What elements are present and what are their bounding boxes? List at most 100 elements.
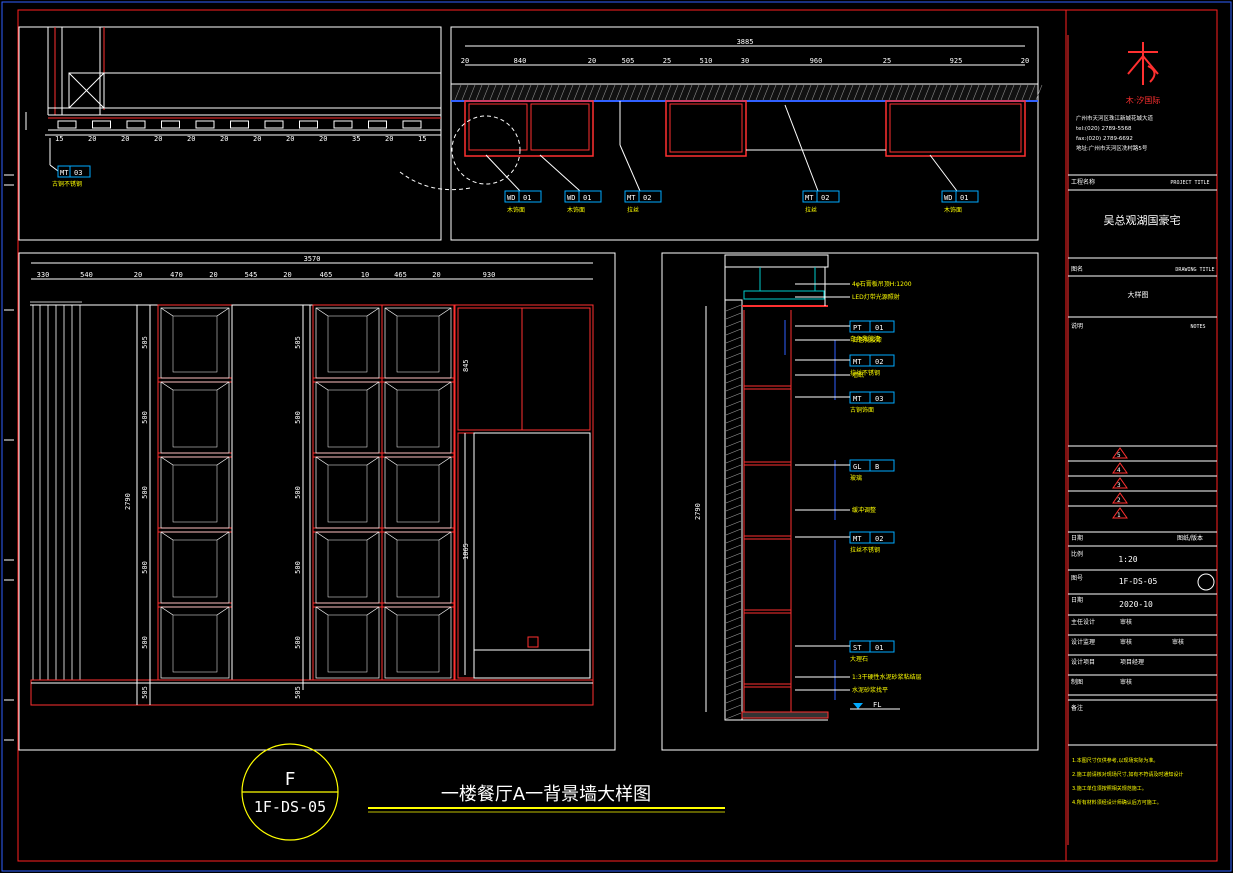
plan-dim: 20 bbox=[1021, 57, 1029, 65]
detail-dim: 35 bbox=[352, 135, 360, 143]
elev-mid-dim: 500 bbox=[294, 636, 302, 649]
detail-dim: 15 bbox=[55, 135, 63, 143]
address-line: 地址:广州市天河区冼村路5号 bbox=[1076, 144, 1148, 152]
date2-label: 日期 bbox=[1071, 596, 1083, 604]
memo-item: 3.施工单位须按照相关规范施工。 bbox=[1072, 785, 1147, 792]
tb-row-a: 制图 bbox=[1071, 678, 1083, 686]
plan-dim: 510 bbox=[700, 57, 713, 65]
elev-right-dim-2: 1865 bbox=[462, 543, 470, 560]
section-tag-label: 古铜饰面 bbox=[850, 406, 874, 414]
revision-number: 1 bbox=[1117, 512, 1121, 519]
tb-row-a: 主任设计 bbox=[1071, 618, 1095, 626]
company-logo bbox=[1127, 42, 1159, 85]
symbol-code: 1F-DS-05 bbox=[254, 798, 326, 816]
plan-tag-code: WD bbox=[944, 194, 952, 202]
section-note: 白色乳胶漆 bbox=[852, 336, 882, 344]
elev-top-dim: 10 bbox=[361, 271, 369, 279]
drawing-name: 大样图 bbox=[1128, 290, 1149, 299]
section-note: LED灯带光源照射 bbox=[852, 293, 900, 301]
plan-dim: 25 bbox=[883, 57, 891, 65]
notes-label: 说明 bbox=[1071, 322, 1083, 330]
detail-dim: 20 bbox=[385, 135, 393, 143]
section-view: 2790 4φ石膏板吊顶H:1200LED灯带光源照射白色乳胶漆墙纸缓冲调整1:… bbox=[661, 252, 1039, 751]
section-note: 1:3干硬性水泥砂浆粘结层 bbox=[852, 673, 922, 681]
plan-tag-code: MT bbox=[627, 194, 636, 202]
revision-number: 2 bbox=[1117, 497, 1121, 504]
sheet-border-right bbox=[1065, 9, 1218, 862]
tb-row-b: 审核 bbox=[1120, 618, 1132, 626]
elev-top-dim: 330 bbox=[37, 271, 50, 279]
plan-tag-label: 木饰面 bbox=[944, 206, 962, 214]
drawn-label: 图纸/版本 bbox=[1177, 534, 1203, 542]
left-margin-ticks bbox=[4, 174, 14, 741]
detail-dim: 20 bbox=[154, 135, 162, 143]
elev-left-dim: 505 bbox=[141, 686, 149, 699]
elev-top-dim: 930 bbox=[483, 271, 496, 279]
plan-tag-code: WD bbox=[567, 194, 575, 202]
drawing-label: 图名 bbox=[1071, 265, 1083, 273]
elev-left-dim: 500 bbox=[141, 561, 149, 574]
section-tag-num: 01 bbox=[875, 644, 883, 652]
plan-tag-num: 02 bbox=[643, 194, 651, 202]
scale-label: 比例 bbox=[1071, 550, 1083, 558]
sheet-border bbox=[17, 9, 1218, 862]
plan-tag-num: 02 bbox=[821, 194, 829, 202]
drawing-title: 一楼餐厅A一背景墙大样图 bbox=[441, 784, 651, 805]
elev-left-dim: 150 bbox=[141, 0, 154, 2]
memo-item: 1.本图尺寸仅供参考,以现场实际为准。 bbox=[1072, 757, 1158, 764]
plan-tag-label: 拉丝 bbox=[805, 206, 817, 214]
tb-row-b: 项目经理 bbox=[1120, 658, 1144, 666]
elev-height-dim: 2790 bbox=[124, 493, 132, 510]
scale-value: 1:20 bbox=[1118, 555, 1137, 564]
elev-left-dim: 500 bbox=[141, 411, 149, 424]
detail-tag-label: 古铜不锈钢 bbox=[52, 180, 82, 188]
date-label: 日期 bbox=[1071, 534, 1083, 542]
elev-left-dim: 500 bbox=[141, 486, 149, 499]
plan-dim: 960 bbox=[810, 57, 823, 65]
notes-label-en: NOTES bbox=[1190, 324, 1205, 330]
section-height-dim: 2790 bbox=[694, 503, 702, 520]
elev-mid-dim: 500 bbox=[294, 486, 302, 499]
elev-top-dim: 20 bbox=[432, 271, 440, 279]
plan-tag-num: 01 bbox=[523, 194, 531, 202]
section-tag-code: MT bbox=[853, 395, 862, 403]
elev-top-dim: 20 bbox=[209, 271, 217, 279]
drawing-symbol: F 1F-DS-05 bbox=[241, 743, 339, 841]
elev-top-dim: 20 bbox=[134, 271, 142, 279]
elev-mid-dim: 505 bbox=[294, 336, 302, 349]
plan-tag-label: 木饰面 bbox=[567, 206, 585, 214]
date-value: 2020-10 bbox=[1119, 600, 1153, 609]
tb-row-b: 审核 bbox=[1120, 638, 1132, 646]
section-tag-code: PT bbox=[853, 324, 862, 332]
address-line: 广州市天河区珠江新城花城大道 bbox=[1076, 114, 1154, 122]
section-tag-code: MT bbox=[853, 358, 862, 366]
detail-dim: 20 bbox=[88, 135, 96, 143]
revision-number: 4 bbox=[1117, 467, 1121, 474]
elev-top-dim: 470 bbox=[170, 271, 183, 279]
tb-row-c: 审核 bbox=[1172, 638, 1184, 646]
symbol-letter: F bbox=[285, 769, 296, 790]
elev-top-dim: 20 bbox=[283, 271, 291, 279]
elev-mid-dim: 505 bbox=[294, 686, 302, 699]
plan-tag-code: MT bbox=[805, 194, 814, 202]
memo-item: 2.施工前请核对现场尺寸,如有不符请及时通知设计 bbox=[1072, 771, 1183, 778]
plan-dim: 20 bbox=[588, 57, 596, 65]
memo-label: 备注 bbox=[1071, 704, 1083, 712]
section-tag-num: 01 bbox=[875, 324, 883, 332]
detail-tag-num: 03 bbox=[74, 169, 82, 177]
section-tag-num: 02 bbox=[875, 535, 883, 543]
section-tag-label: 玻璃 bbox=[850, 474, 862, 482]
elev-top-dim: 540 bbox=[80, 271, 93, 279]
plan-dim: 925 bbox=[950, 57, 963, 65]
elev-mid-dim: 500 bbox=[294, 411, 302, 424]
section-note: 缓冲调整 bbox=[852, 506, 876, 514]
plan-tag-num: 01 bbox=[583, 194, 591, 202]
plan-tag-label: 木饰面 bbox=[507, 206, 525, 214]
tb-row-a: 设计监理 bbox=[1071, 638, 1095, 646]
section-tag-num: 03 bbox=[875, 395, 883, 403]
section-tag-label: 大理石 bbox=[850, 655, 868, 663]
plan-dim: 30 bbox=[741, 57, 749, 65]
